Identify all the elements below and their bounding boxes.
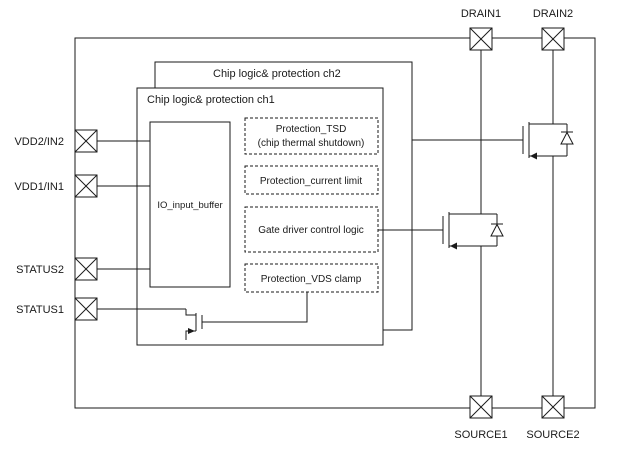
mosfet-clamp-icon — [185, 309, 203, 340]
gate-driver-label: Gate driver control logic — [258, 225, 364, 236]
pin-label-source1: SOURCE1 — [454, 429, 507, 441]
mosfet-ch1-icon — [442, 212, 504, 250]
pin-status1 — [74, 297, 98, 321]
pin-x-icon — [74, 129, 98, 153]
protection-vds-clamp-block: Protection_VDS clamp — [244, 263, 379, 293]
protection-current-limit-block: Protection_current limit — [244, 165, 379, 195]
pin-drain1 — [469, 27, 493, 51]
pin-source2 — [541, 395, 565, 419]
pin-label-drain1: DRAIN1 — [461, 8, 501, 20]
mosfet-ch2-arrow-icon — [530, 152, 537, 160]
pin-x-icon — [469, 27, 493, 51]
protection-tsd-label-line2: (chip thermal shutdown) — [258, 138, 365, 149]
gate-driver-block: Gate driver control logic — [244, 206, 379, 253]
pin-x-icon — [74, 297, 98, 321]
pin-x-icon — [541, 395, 565, 419]
protection-vds-clamp-label: Protection_VDS clamp — [261, 274, 362, 285]
wire-vds-clamp — [202, 292, 308, 323]
io-input-buffer-label: IO_input_buffer — [157, 200, 222, 211]
pin-label-vdd2-in2: VDD2/IN2 — [14, 136, 64, 148]
protection-tsd-box — [244, 117, 379, 155]
pin-x-icon — [74, 174, 98, 198]
mosfet-ch2-icon — [522, 122, 574, 160]
pin-label-source2: SOURCE2 — [526, 429, 579, 441]
pin-drain2 — [541, 27, 565, 51]
protection-current-limit-label: Protection_current limit — [260, 176, 362, 187]
pin-label-vdd1-in1: VDD1/IN1 — [14, 181, 64, 193]
gate-driver-box — [244, 206, 379, 253]
protection-vds-clamp-box — [244, 263, 379, 293]
pin-source1 — [469, 395, 493, 419]
protection-tsd-block: Protection_TSD (chip thermal shutdown) — [244, 117, 379, 155]
protection-current-limit-box — [244, 165, 379, 195]
pin-vdd1-in1 — [74, 174, 98, 198]
pin-x-icon — [541, 27, 565, 51]
io-input-buffer-box — [149, 121, 231, 288]
pin-label-drain2: DRAIN2 — [533, 8, 573, 20]
ch1-logic-title: Chip logic& protection ch1 — [147, 94, 275, 106]
protection-tsd-label-line1: Protection_TSD — [276, 124, 347, 135]
mosfet-clamp-drain-lead — [185, 309, 196, 316]
ch2-logic-title: Chip logic& protection ch2 — [213, 68, 341, 80]
pin-x-icon — [469, 395, 493, 419]
pin-x-icon — [74, 257, 98, 281]
mosfet-clamp-arrow-icon — [188, 328, 195, 334]
mosfet-ch1-arrow-icon — [450, 242, 457, 250]
pin-vdd2-in2 — [74, 129, 98, 153]
pin-status2 — [74, 257, 98, 281]
pin-label-status1: STATUS1 — [16, 304, 64, 316]
pin-label-status2: STATUS2 — [16, 264, 64, 276]
